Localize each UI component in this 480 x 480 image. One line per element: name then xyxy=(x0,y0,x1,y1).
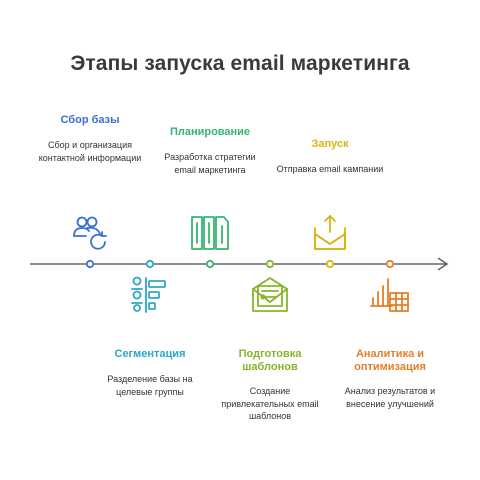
envelope-send-icon xyxy=(314,215,346,250)
timeline-dot-2 xyxy=(145,259,155,269)
stage-6-title: Аналитика и оптимизация xyxy=(354,348,426,373)
timeline-arrowhead xyxy=(437,257,449,271)
stage-2-description: Разделение базы на целевые группы xyxy=(107,374,193,397)
stage-4-title: Подготовка шаблонов xyxy=(238,348,302,373)
analytics-chart-icon xyxy=(370,278,409,312)
stage-6-description: Анализ результатов и внесение улучшений xyxy=(344,386,436,409)
planning-columns-icon xyxy=(191,216,229,250)
stage-5-title: Запуск xyxy=(311,138,349,150)
stage-1-title: Сбор базы xyxy=(60,114,120,126)
timeline-dot-3 xyxy=(205,259,215,269)
stage-4-description: Создание привлекательных email шаблонов xyxy=(221,386,319,421)
timeline-dot-4 xyxy=(265,259,275,269)
stage-3-title: Планирование xyxy=(169,126,251,138)
users-refresh-icon xyxy=(73,216,107,250)
timeline-dot-5 xyxy=(325,259,335,269)
stage-5-description: Отправка email кампании xyxy=(276,164,384,174)
stage-1-description: Сбор и организация контактной информации xyxy=(38,140,142,163)
envelope-template-icon xyxy=(252,277,288,312)
diagram-title: Этапы запуска email маркетинга xyxy=(70,52,410,75)
stage-2-title: Сегментация xyxy=(114,348,186,360)
stage-3-description: Разработка стратегии email маркетинга xyxy=(164,152,256,175)
timeline-dot-6 xyxy=(385,259,395,269)
timeline-dot-1 xyxy=(85,259,95,269)
segmentation-icon xyxy=(131,276,166,313)
